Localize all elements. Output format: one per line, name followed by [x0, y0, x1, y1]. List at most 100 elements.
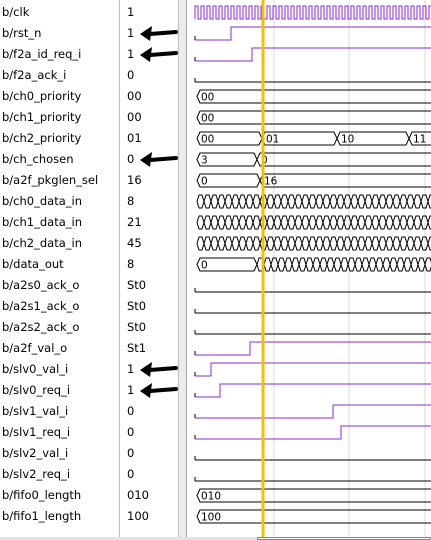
bus-segment — [259, 173, 431, 188]
dense-bus-cell — [280, 194, 289, 209]
dense-bus-cell — [406, 194, 415, 209]
signal-value: 01 — [127, 131, 142, 145]
signal-name[interactable]: b/clk — [2, 5, 30, 19]
dense-bus-cell — [350, 236, 359, 251]
signal-name[interactable]: b/ch0_data_in — [2, 194, 82, 208]
dense-bus-cell — [291, 257, 300, 272]
signal-name[interactable]: b/slv2_req_i — [2, 467, 71, 481]
dense-bus-cell — [413, 215, 422, 230]
dense-bus-cell — [354, 257, 363, 272]
dense-bus-cell — [403, 257, 412, 272]
bus-segment — [196, 488, 431, 503]
dense-bus-cell — [224, 236, 233, 251]
signal-value: 0 — [127, 425, 135, 439]
dense-bus-cell — [245, 215, 254, 230]
signal-name[interactable]: b/ch2_priority — [2, 131, 82, 145]
bus-segment — [196, 509, 431, 524]
dense-bus-cell — [392, 194, 401, 209]
bus-segment-label: 11 — [413, 134, 426, 146]
dense-bus-cell — [210, 236, 219, 251]
pane-divider[interactable] — [179, 0, 187, 540]
dense-bus-cell — [375, 257, 384, 272]
dense-bus-cell — [322, 236, 331, 251]
bit-waveform — [195, 383, 431, 398]
signal-name[interactable]: b/fifo1_length — [2, 509, 82, 523]
dense-bus-cell — [277, 257, 286, 272]
bus-segment-label: 3 — [201, 155, 208, 167]
dense-bus-cell — [364, 194, 373, 209]
signal-value: St0 — [127, 320, 147, 334]
dense-bus-cell — [266, 236, 275, 251]
dense-bus-cell — [392, 215, 401, 230]
signal-value: 45 — [127, 236, 142, 250]
waveform-pane[interactable]: 000000011011300160010100 — [187, 0, 431, 540]
signal-name[interactable]: b/f2a_id_req_i — [2, 47, 82, 61]
dense-bus-cell — [280, 236, 289, 251]
signal-value: 16 — [127, 173, 142, 187]
dense-bus-cell — [364, 215, 373, 230]
signal-value: 0 — [127, 152, 135, 166]
signal-name[interactable]: b/a2f_pkglen_sel — [2, 173, 99, 187]
signal-name[interactable]: b/slv1_val_i — [2, 404, 69, 418]
dense-bus-cell — [396, 257, 405, 272]
signal-name[interactable]: b/ch1_priority — [2, 110, 82, 124]
signal-value: 0 — [127, 467, 135, 481]
signal-name[interactable]: b/rst_n — [2, 26, 42, 40]
dense-bus-cell — [231, 194, 240, 209]
signal-name[interactable]: b/a2f_val_o — [2, 341, 68, 355]
signal-value: 1 — [127, 47, 135, 61]
dense-bus-cell — [231, 215, 240, 230]
signal-name[interactable]: b/f2a_ack_i — [2, 68, 67, 82]
signal-name[interactable]: b/slv0_req_i — [2, 383, 71, 397]
signal-name[interactable]: b/fifo0_length — [2, 488, 82, 502]
dense-bus-cell — [217, 215, 226, 230]
dense-bus-cell — [319, 257, 328, 272]
bus-segment — [408, 131, 431, 146]
signal-name[interactable]: b/data_out — [2, 257, 64, 271]
dense-bus-cell — [406, 215, 415, 230]
dense-bus-cell — [224, 194, 233, 209]
dense-bus-cell — [301, 215, 310, 230]
dense-bus-cell — [350, 215, 359, 230]
signal-name[interactable]: b/ch2_data_in — [2, 236, 82, 250]
dense-bus-cell — [326, 257, 335, 272]
dense-bus-cell — [315, 194, 324, 209]
signal-name[interactable]: b/ch1_data_in — [2, 215, 82, 229]
bit-waveform — [195, 425, 431, 440]
dense-bus-cell — [329, 194, 338, 209]
dense-bus-cell — [322, 194, 331, 209]
bus-segment — [196, 89, 431, 104]
dense-bus-cell — [287, 215, 296, 230]
dense-bus-cell — [322, 215, 331, 230]
signal-name[interactable]: b/slv1_req_i — [2, 425, 71, 439]
signal-value: 0 — [127, 446, 135, 460]
signal-name[interactable]: b/ch_chosen — [2, 152, 74, 166]
dense-bus-cell — [210, 194, 219, 209]
signal-name[interactable]: b/a2s2_ack_o — [2, 320, 80, 334]
signal-name[interactable]: b/slv2_val_i — [2, 446, 69, 460]
dense-bus-cell — [312, 257, 321, 272]
dense-bus-cell — [252, 194, 261, 209]
signal-value: 1 — [127, 26, 135, 40]
signal-name[interactable]: b/a2s1_ack_o — [2, 299, 80, 313]
dense-bus-cell — [371, 215, 380, 230]
bit-waveform — [195, 404, 431, 419]
signal-name[interactable]: b/slv0_val_i — [2, 362, 69, 376]
signal-name[interactable]: b/ch0_priority — [2, 89, 82, 103]
dense-bus-cell — [378, 194, 387, 209]
dense-bus-cell — [301, 194, 310, 209]
dense-bus-cell — [371, 236, 380, 251]
dense-bus-cell — [392, 236, 401, 251]
signal-value: 00 — [127, 89, 142, 103]
dense-bus-cell — [238, 215, 247, 230]
bit-waveform — [195, 341, 431, 356]
signal-name[interactable]: b/a2s0_ack_o — [2, 278, 80, 292]
dense-bus-cell — [284, 257, 293, 272]
dense-bus-cell — [238, 236, 247, 251]
dense-bus-cell — [399, 194, 408, 209]
dense-bus-cell — [308, 236, 317, 251]
dense-bus-cell — [252, 215, 261, 230]
dense-bus-cell — [329, 236, 338, 251]
dense-bus-cell — [238, 194, 247, 209]
bus-segment-label: 0 — [201, 176, 208, 188]
